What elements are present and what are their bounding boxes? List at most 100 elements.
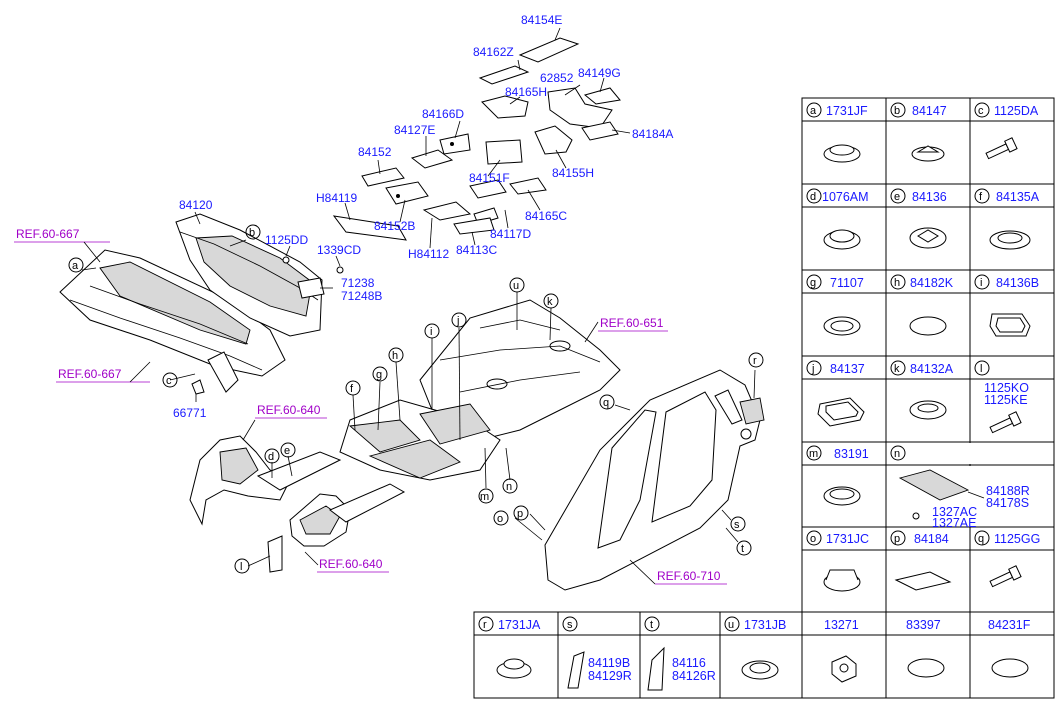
cell-c-part: 1125DA [994,104,1039,118]
cell-s-letter: s [567,619,573,631]
cell-k-part: 84132A [910,362,954,376]
ref-60-640-top[interactable]: REF.60-640 [257,403,321,417]
marker-b: b [249,227,255,239]
cell-i-part: 84136B [996,276,1039,290]
cell-r-part: 1731JA [498,618,541,632]
diagram-letter-markers: a b c d e f g h i j k l m n o p q r s t … [68,224,764,574]
marker-q: q [603,397,609,409]
cell-l-part-2: 1125KE [984,393,1028,407]
body-side [544,369,765,591]
callout-84166D: 84166D [422,107,464,121]
cell-t-part-1: 84116 [672,656,706,670]
cell-d-letter: d [810,191,816,203]
cell-13271-part: 13271 [824,618,859,632]
cell-f-part: 84135A [996,190,1040,204]
ref-60-651[interactable]: REF.60-651 [600,316,664,330]
cell-e-part: 84136 [912,190,947,204]
callout-84152B: 84152B [374,219,415,233]
cell-a-letter: a [810,105,817,117]
marker-p: p [517,508,523,520]
ref-60-667-bottom[interactable]: REF.60-667 [58,367,122,381]
callout-84154E: 84154E [521,13,562,27]
cell-t-letter: t [650,619,653,631]
cell-e-letter: e [894,191,900,203]
cell-n-part-2: 84178S [986,496,1029,510]
insulation-pads [332,37,621,241]
marker-h: h [392,350,398,362]
marker-t: t [741,543,744,555]
marker-n: n [506,481,512,493]
cell-u-part: 1731JB [744,618,786,632]
marker-u: u [513,280,519,292]
cell-a-part: 1731JF [826,104,868,118]
ref-60-710[interactable]: REF.60-710 [657,569,721,583]
callout-66771: 66771 [173,406,207,420]
cell-t-part-2: 84126R [672,669,716,683]
bottom-table-part-drawings [496,646,1029,691]
callout-84162Z: 84162Z [473,45,514,59]
marker-c: c [166,375,172,387]
cell-j-letter: j [811,363,814,375]
callout-labels: 84154E 84162Z 62852 84149G 84165H 84166D… [173,13,673,420]
cell-q-letter: q [978,533,984,545]
marker-r: r [753,355,757,367]
marker-s: s [734,519,740,531]
leader-lines [344,27,631,249]
cell-s-part-2: 84129R [588,669,632,683]
right-table-headers: a 1731JF b 84147 c 1125DA d 1076AM e 841… [806,102,1040,546]
cowl-leaders [81,211,341,402]
callout-1339CD: 1339CD [317,243,361,257]
marker-g: g [376,369,382,381]
cell-b-part: 84147 [912,104,947,118]
cowl-panel [59,213,344,395]
marker-o: o [497,513,503,525]
callout-84117D: 84117D [490,227,531,241]
marker-l: l [240,561,242,573]
cell-d-part: 1076AM [822,190,869,204]
callout-71238: 71238 [341,276,375,290]
cell-m-letter: m [809,448,818,460]
callout-71248B: 71248B [341,289,382,303]
cell-h-part: 84182K [910,276,954,290]
cell-g-letter: g [810,277,816,289]
callout-84127E: 84127E [394,123,435,137]
floor-leaders [352,292,599,489]
marker-a: a [72,260,79,272]
callout-1125DD: 1125DD [265,233,308,247]
right-table-part-drawings [817,137,1031,592]
cell-i-letter: i [980,277,982,289]
side-member-leaders [242,419,319,567]
cell-u-letter: u [728,619,734,631]
bottom-table-headers: r 1731JA s 84119B 84129R t 84116 84126R … [478,616,1031,683]
cell-g-part: 71107 [830,276,864,290]
callout-84151F: 84151F [469,171,510,185]
callout-84165C: 84165C [525,209,567,223]
cell-j-part: 84137 [830,362,865,376]
cell-o-letter: o [810,533,816,545]
marker-j: j [456,315,459,327]
cell-n-part-1: 84188R [986,484,1030,498]
callout-84120: 84120 [179,198,213,212]
callout-62852: 62852 [540,71,574,85]
callout-H84119: H84119 [316,191,357,205]
marker-d: d [268,451,274,463]
ref-60-640-bottom[interactable]: REF.60-640 [319,557,383,571]
cell-h-letter: h [894,277,900,289]
body-side-leaders [514,369,756,543]
marker-k: k [547,296,553,308]
cell-84231F-part: 84231F [988,618,1031,632]
callout-84149G: 84149G [578,66,621,80]
callout-84152: 84152 [358,145,392,159]
floor-panel [339,299,621,481]
cell-c-letter: c [978,105,984,117]
marker-m: m [480,491,489,503]
bottom-parts-table [473,611,1055,699]
cell-f-letter: f [979,191,983,203]
cell-n-letter: n [894,448,900,460]
marker-i: i [430,326,432,338]
ref-60-667-top[interactable]: REF.60-667 [16,227,80,241]
cell-n-part-3: 1327AC [932,505,977,519]
cell-o-part: 1731JC [826,532,869,546]
